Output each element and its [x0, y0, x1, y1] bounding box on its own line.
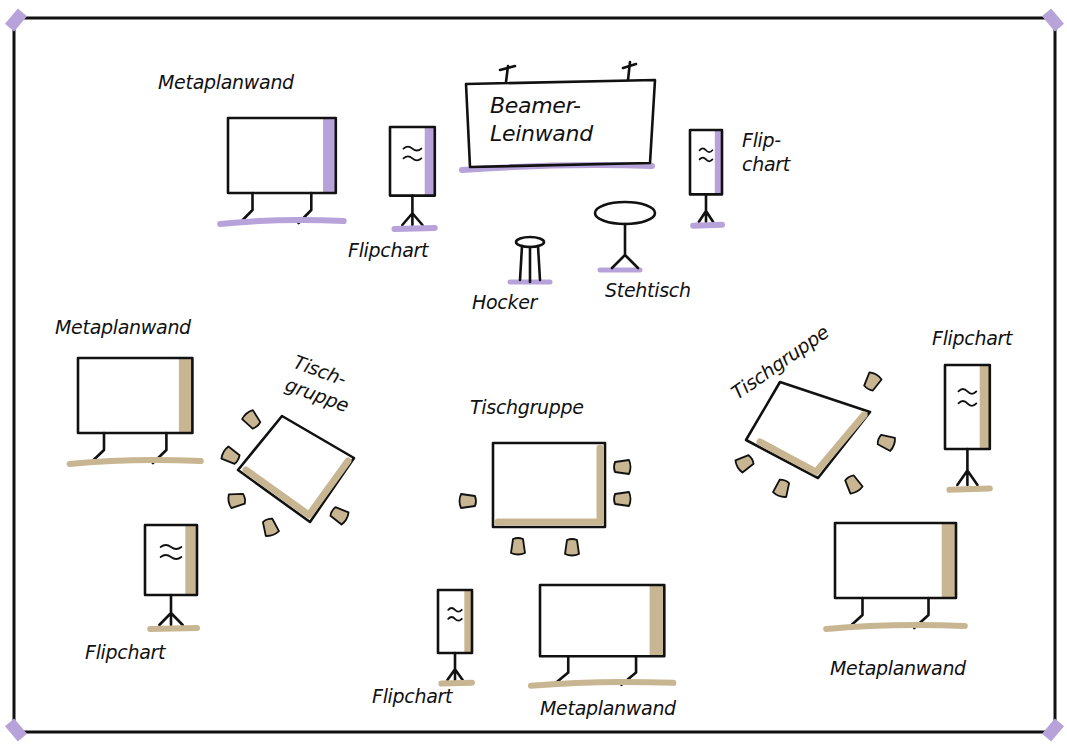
tape [5, 8, 1064, 741]
room-item: Flipchart [365, 585, 475, 710]
room-item: Metaplanwand [48, 310, 208, 475]
standing-table [595, 202, 655, 270]
board-frame [14, 18, 1055, 732]
item-label: Tischgruppe [726, 320, 833, 405]
item-label: Tischgruppe [470, 395, 584, 419]
item-label: Flipchart [348, 238, 428, 262]
stool [510, 237, 550, 282]
item-label: Flip- chart [742, 128, 804, 176]
room-item: Metaplanwand [150, 66, 350, 236]
item-label: Metaplanwand [55, 315, 191, 339]
item-label: Flipchart [372, 684, 452, 708]
room-item: Metaplanwand [820, 518, 980, 683]
item-label: Flipchart [932, 326, 1012, 350]
flipchart [690, 130, 722, 226]
item-label: Hocker [472, 290, 537, 314]
room-item: Hocker [465, 230, 555, 320]
item-label: Flipchart [85, 640, 165, 664]
room-item: Tischgruppe [715, 320, 900, 495]
item-label: Metaplanwand [540, 696, 676, 720]
pinboard [220, 118, 343, 224]
flipchart [945, 365, 990, 490]
item-label: Beamer- Leinwand [490, 92, 640, 148]
item-label: Metaplanwand [830, 656, 966, 680]
room-item: Metaplanwand [530, 580, 695, 725]
room-item: Flip- chart [685, 125, 806, 235]
room-item: Flipchart [340, 122, 460, 267]
pinboard [826, 523, 965, 629]
flipchart [438, 590, 472, 684]
item-label: Stehtisch [605, 278, 691, 302]
flipchart [390, 127, 435, 229]
pinboard [531, 585, 673, 686]
room-item: Flipchart [925, 322, 1040, 492]
projection-screen [462, 62, 655, 170]
item-label: Tisch- gruppe [282, 349, 370, 420]
table-group [220, 409, 354, 537]
pinboard [70, 358, 201, 464]
room-item: Tisch- gruppe [225, 350, 375, 535]
item-label: Metaplanwand [158, 70, 294, 94]
table-group [460, 443, 631, 556]
room-item: Flipchart [78, 520, 208, 670]
room-item: Stehtisch [595, 198, 715, 308]
room-item: Beamer- Leinwand [460, 60, 660, 175]
room-item: Tischgruppe [460, 390, 630, 555]
flipchart [145, 525, 197, 629]
